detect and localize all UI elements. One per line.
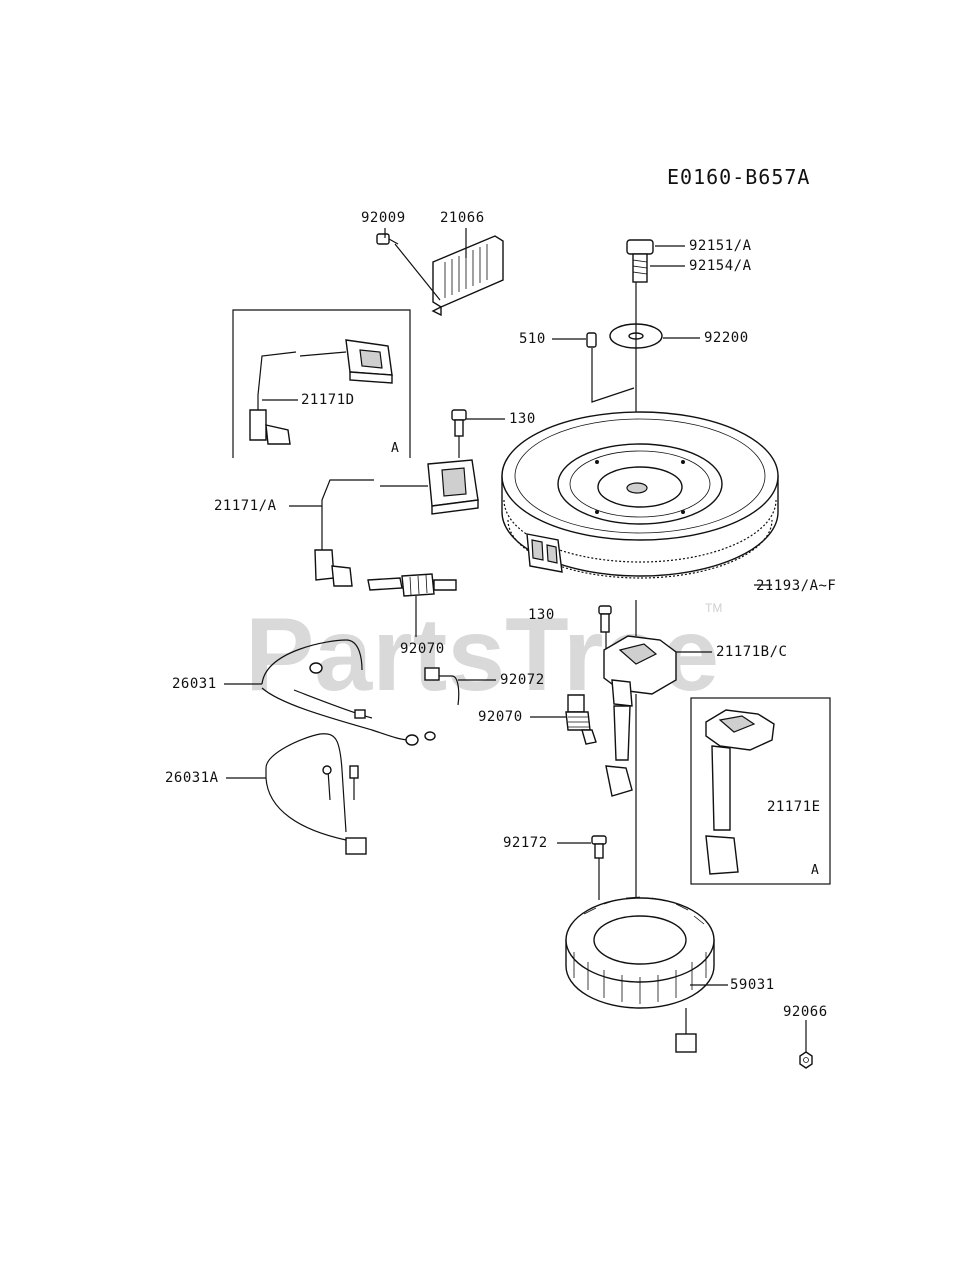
stator-part-59031[interactable] [565, 896, 715, 1009]
label-92154[interactable]: 92154/A [689, 258, 752, 274]
pulser-coil-part-21171bc[interactable] [603, 635, 677, 797]
bolt-part-130-upper[interactable] [451, 409, 467, 437]
pulser-coil-part-21171e[interactable] [705, 709, 775, 875]
nut-part-92066[interactable] [799, 1051, 813, 1069]
wire-harness-part-26031[interactable] [261, 639, 436, 746]
screw-part-92172[interactable] [591, 835, 607, 859]
ignition-coil-part-21171d[interactable] [249, 339, 393, 445]
spark-plug-part-92070-upper[interactable] [367, 573, 457, 597]
label-92066[interactable]: 92066 [783, 1004, 828, 1020]
label-21171d[interactable]: 21171D [301, 392, 355, 408]
label-21193[interactable]: 21193/A~F [756, 578, 836, 594]
inset-box-21171d [232, 309, 411, 458]
label-130-lower[interactable]: 130 [528, 607, 555, 623]
label-21171e[interactable]: 21171E [767, 799, 821, 815]
label-92172[interactable]: 92172 [503, 835, 548, 851]
label-510[interactable]: 510 [519, 331, 546, 347]
label-26031a[interactable]: 26031A [165, 770, 219, 786]
ignition-coil-part-21171a[interactable] [314, 459, 479, 587]
spark-plug-part-92070-lower[interactable] [565, 694, 597, 745]
leader-screw-to-regulator [394, 243, 441, 301]
inset-box-21171e [690, 697, 831, 885]
label-21066[interactable]: 21066 [440, 210, 485, 226]
stator-connector[interactable] [675, 1033, 697, 1053]
wire-part-92072[interactable] [424, 667, 460, 706]
watermark-trademark: TM [705, 601, 722, 615]
label-92151[interactable]: 92151/A [689, 238, 752, 254]
flywheel-part-21193[interactable] [501, 411, 779, 579]
label-92070-lower[interactable]: 92070 [478, 709, 523, 725]
label-92072[interactable]: 92072 [500, 672, 545, 688]
bolt-part-92151[interactable] [626, 239, 654, 283]
regulator-part-21066[interactable] [431, 235, 504, 317]
bolt-part-130-lower[interactable] [598, 605, 612, 633]
label-92070-upper[interactable]: 92070 [400, 641, 445, 657]
label-21171bc[interactable]: 21171B/C [716, 644, 787, 660]
wire-harness-part-26031a[interactable] [265, 733, 367, 855]
inset-letter-a-right: A [811, 863, 819, 878]
label-59031[interactable]: 59031 [730, 977, 775, 993]
screw-part-92009[interactable] [376, 233, 399, 245]
key-part-510[interactable] [586, 332, 597, 348]
label-130-upper[interactable]: 130 [509, 411, 536, 427]
label-92009[interactable]: 92009 [361, 210, 406, 226]
key-assembly-line [591, 348, 635, 403]
inset-letter-a-left: A [391, 441, 399, 456]
label-92200[interactable]: 92200 [704, 330, 749, 346]
label-26031[interactable]: 26031 [172, 676, 217, 692]
label-21171a[interactable]: 21171/A [214, 498, 277, 514]
reference-code: E0160-B657A [667, 165, 810, 189]
